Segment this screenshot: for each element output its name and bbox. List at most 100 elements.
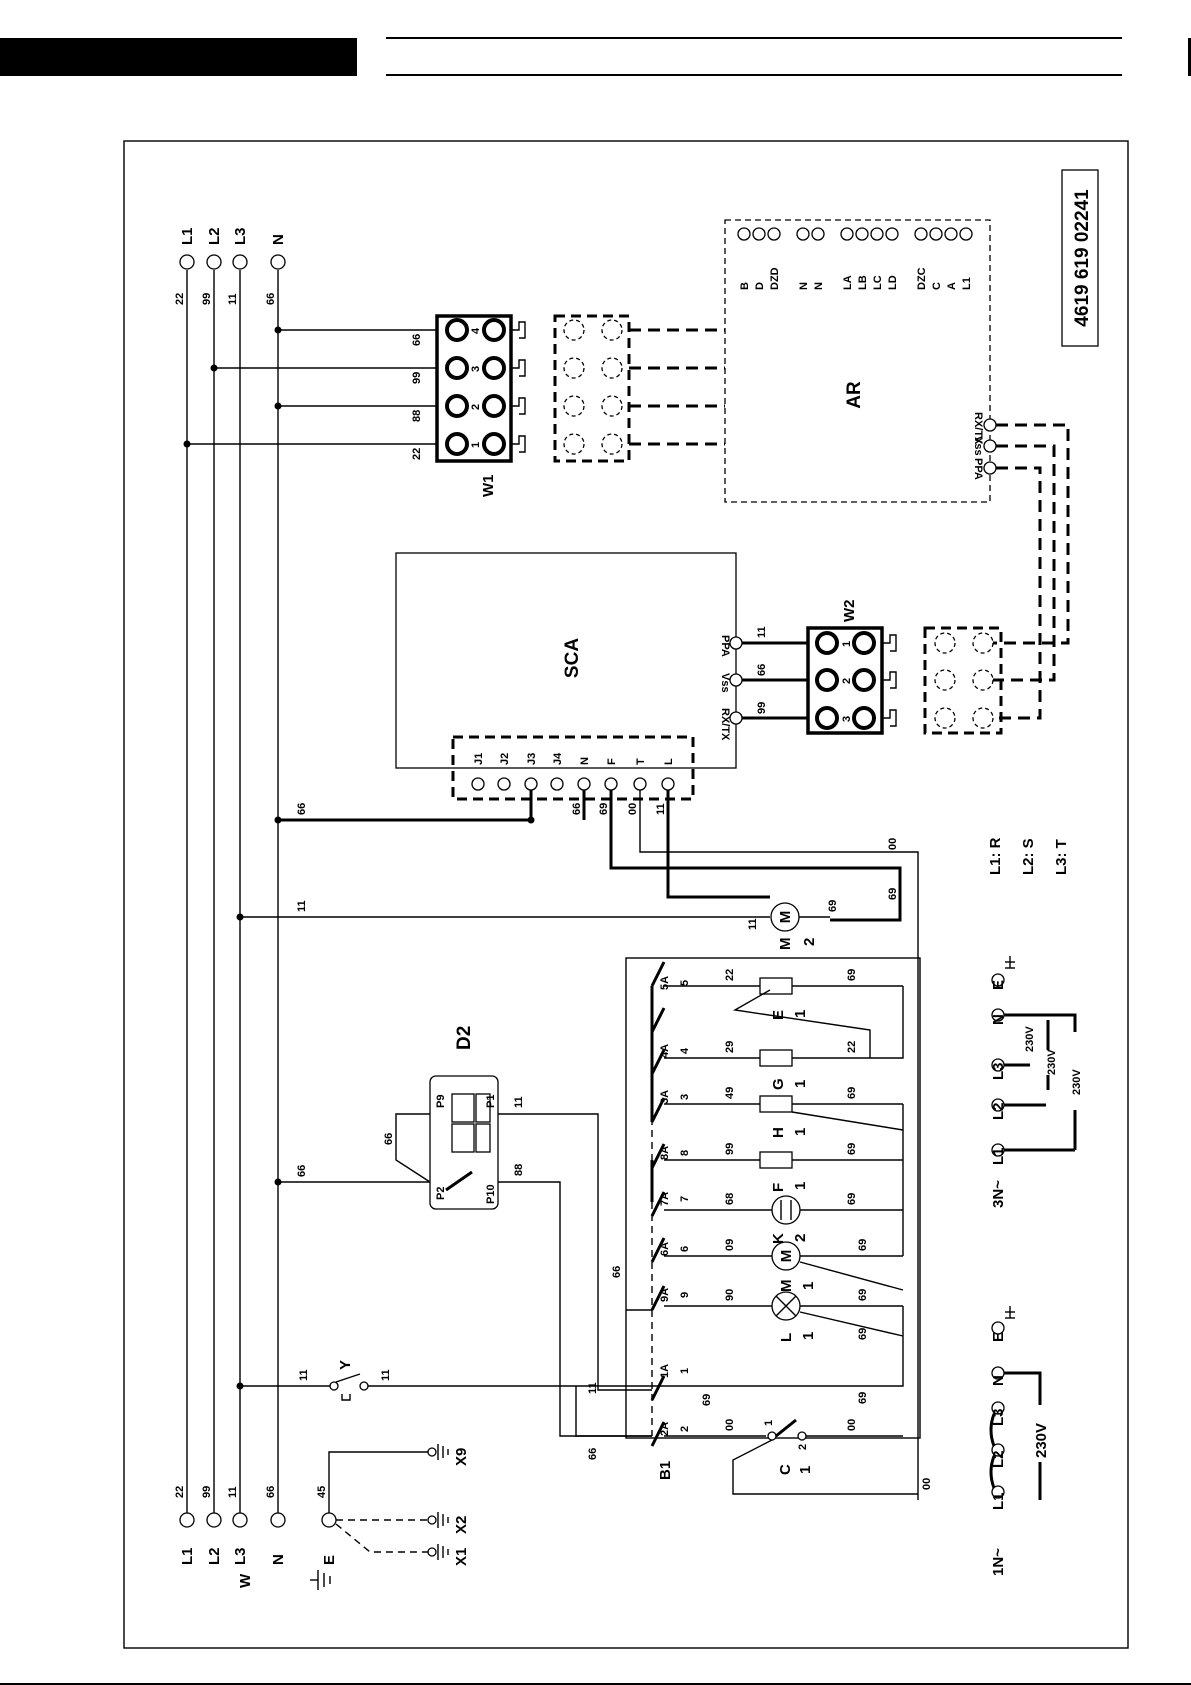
sca-pin-label: Vss	[719, 673, 731, 693]
wire-number: 00	[846, 1419, 858, 1431]
w2-label: W2	[841, 600, 858, 623]
line-label: L1	[179, 227, 196, 245]
ar-terminal-label: DZD	[769, 267, 781, 290]
b1-output-label: 4	[679, 1047, 691, 1054]
return-bus: 69 69 00 00 69	[652, 838, 933, 1490]
load-label: L	[778, 1333, 795, 1342]
b1-output-label: 9	[679, 1292, 691, 1298]
wire-number: 69	[857, 1392, 869, 1404]
ground-terminal-label: X2	[453, 1516, 470, 1534]
b1-output-label: 2	[679, 1426, 691, 1432]
line-label: E	[990, 1332, 1007, 1342]
wire-number: 11	[296, 900, 308, 912]
voltage-label: 230V	[1071, 1069, 1083, 1095]
pin-number: 4	[470, 327, 482, 334]
load-label: H	[770, 1127, 787, 1138]
line-label: L1	[179, 1547, 196, 1565]
b1-output-label: 7	[679, 1196, 691, 1202]
wire-number: 69	[598, 803, 610, 815]
wire-number: 09	[724, 1239, 736, 1251]
b1-output-label: 1	[679, 1368, 691, 1374]
load-label: K	[770, 1233, 787, 1244]
b1-contact-column	[650, 961, 666, 1447]
connector-pin-label: T	[635, 758, 647, 765]
b1-contact-label: 5A	[659, 976, 671, 990]
load-index: 1	[792, 1010, 809, 1018]
load-index: 1	[800, 1332, 817, 1340]
wire-number: 11	[298, 1369, 310, 1381]
line-label: N	[990, 1375, 1007, 1386]
ground-terminal-label: X9	[453, 1448, 470, 1466]
wire-number: 49	[724, 1087, 736, 1099]
line-label: L3	[232, 1547, 249, 1565]
line-label: L2	[206, 1547, 223, 1565]
wire-number: 66	[383, 1133, 395, 1145]
wire-number: 66	[611, 1266, 623, 1278]
ar-terminal-label: L1	[961, 277, 973, 290]
ar-terminal-label: DZC	[916, 267, 928, 290]
supply-bus-top: L1 L2 L3 N 22 99 11 66	[174, 227, 287, 1520]
config-title: 1N~	[990, 1548, 1007, 1576]
ground-terminal-label: X1	[453, 1548, 470, 1566]
wire-number: 99	[724, 1143, 736, 1155]
wire-number: 11	[756, 626, 768, 638]
terminal-n-top	[270, 254, 286, 270]
sca-pin-label: RX/TX	[719, 708, 731, 741]
legend-item: L3: T	[1053, 839, 1070, 875]
wire-number: 11	[655, 803, 667, 815]
footer-rule	[0, 1683, 1191, 1685]
terminal-e-bottom	[321, 1512, 337, 1528]
pin-number: 2	[470, 404, 482, 410]
switch-c-index: 1	[797, 1466, 814, 1474]
board-ar: AR	[724, 219, 991, 503]
switch-c: 00 00 1 2 C 1	[664, 1419, 918, 1495]
connector-pin-label: N	[579, 757, 591, 765]
selector-b1: 5A 4A 3A 8A 7A 6A 9A 1A 2A 5 4 3 8 7 6 9…	[575, 957, 921, 1480]
wire-number: 66	[756, 664, 768, 676]
connector-pin-label: J2	[499, 753, 511, 765]
header-black-bar	[0, 38, 357, 76]
wire-number: 66	[265, 293, 277, 305]
wire-number: 69	[857, 1289, 869, 1301]
switch-pin: 1	[763, 1420, 775, 1426]
legend-item: L2: S	[1020, 838, 1037, 875]
load-index: 1	[792, 1080, 809, 1088]
wire-number: 99	[201, 293, 213, 305]
wire-number: 29	[724, 1041, 736, 1053]
line-label: L3	[990, 1408, 1007, 1426]
ar-comm-pins: RX/TX Vss PPA	[972, 412, 997, 480]
line-label: L1	[990, 1147, 1007, 1165]
wire-number: 99	[756, 702, 768, 714]
ground-terminals: X9 X2 X1	[328, 1444, 470, 1566]
line-label: L3	[232, 227, 249, 245]
supply-label: W	[237, 1573, 254, 1588]
wire-number: 22	[174, 293, 186, 305]
corner-mark	[1188, 38, 1191, 76]
ground-symbol	[1005, 1306, 1015, 1319]
wire-number: 11	[227, 293, 239, 305]
display-d2: P9 P1 P2 P10 D2 66 66 11 88	[274, 1026, 652, 1437]
plug-w1	[511, 314, 725, 463]
terminal-block-w1: 1 2 3 4 W1	[435, 314, 513, 497]
ar-pin-label: PPA	[972, 458, 984, 480]
b1-output-label: 6	[679, 1246, 691, 1252]
line-label: L1	[990, 1492, 1007, 1510]
b1-contact-label: 3A	[659, 1090, 671, 1104]
wire-number: 90	[724, 1289, 736, 1301]
wire-number: 11	[747, 918, 759, 930]
connector-pin-label: J3	[526, 753, 538, 765]
ar-terminal-label: C	[931, 282, 943, 290]
terminal-l2-top	[206, 254, 222, 270]
switch-c-label: C	[777, 1464, 794, 1475]
motor-m2-index: 2	[801, 938, 818, 946]
ar-terminal-label: LC	[872, 275, 884, 290]
b1-contact-label: 2A	[659, 1422, 671, 1436]
sca-pin-label: PPA	[719, 635, 731, 657]
wire-number: 00	[724, 1419, 736, 1431]
wire-number: 22	[174, 1486, 186, 1498]
sca-label: SCA	[562, 638, 583, 678]
wire-number: 22	[411, 448, 423, 460]
diagram-frame	[123, 140, 1129, 1649]
ar-terminal-label: N	[813, 282, 825, 290]
